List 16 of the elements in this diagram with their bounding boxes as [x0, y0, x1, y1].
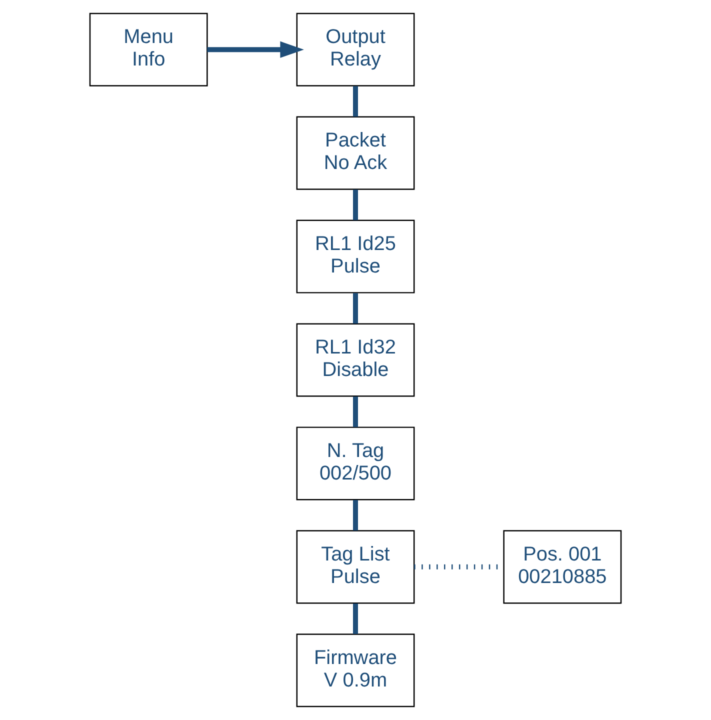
node-box: Packet No Ack [296, 116, 415, 190]
connector [353, 396, 358, 428]
arrow [207, 41, 304, 58]
connector [353, 603, 358, 634]
node-box: RL1 Id32 Disable [296, 323, 415, 397]
node-box: Output Relay [296, 12, 415, 86]
node-box: Tag List Pulse [296, 530, 415, 604]
node-box: RL1 Id25 Pulse [296, 220, 415, 294]
node-box: Menu Info [89, 12, 208, 86]
connector [353, 500, 358, 531]
connector [353, 86, 358, 117]
connector [353, 293, 358, 324]
node-box: Firmware V 0.9m [296, 634, 415, 708]
node-box: N. Tag 002/500 [296, 426, 415, 500]
node-box: Pos. 001 00210885 [503, 530, 622, 604]
connector [353, 190, 358, 220]
